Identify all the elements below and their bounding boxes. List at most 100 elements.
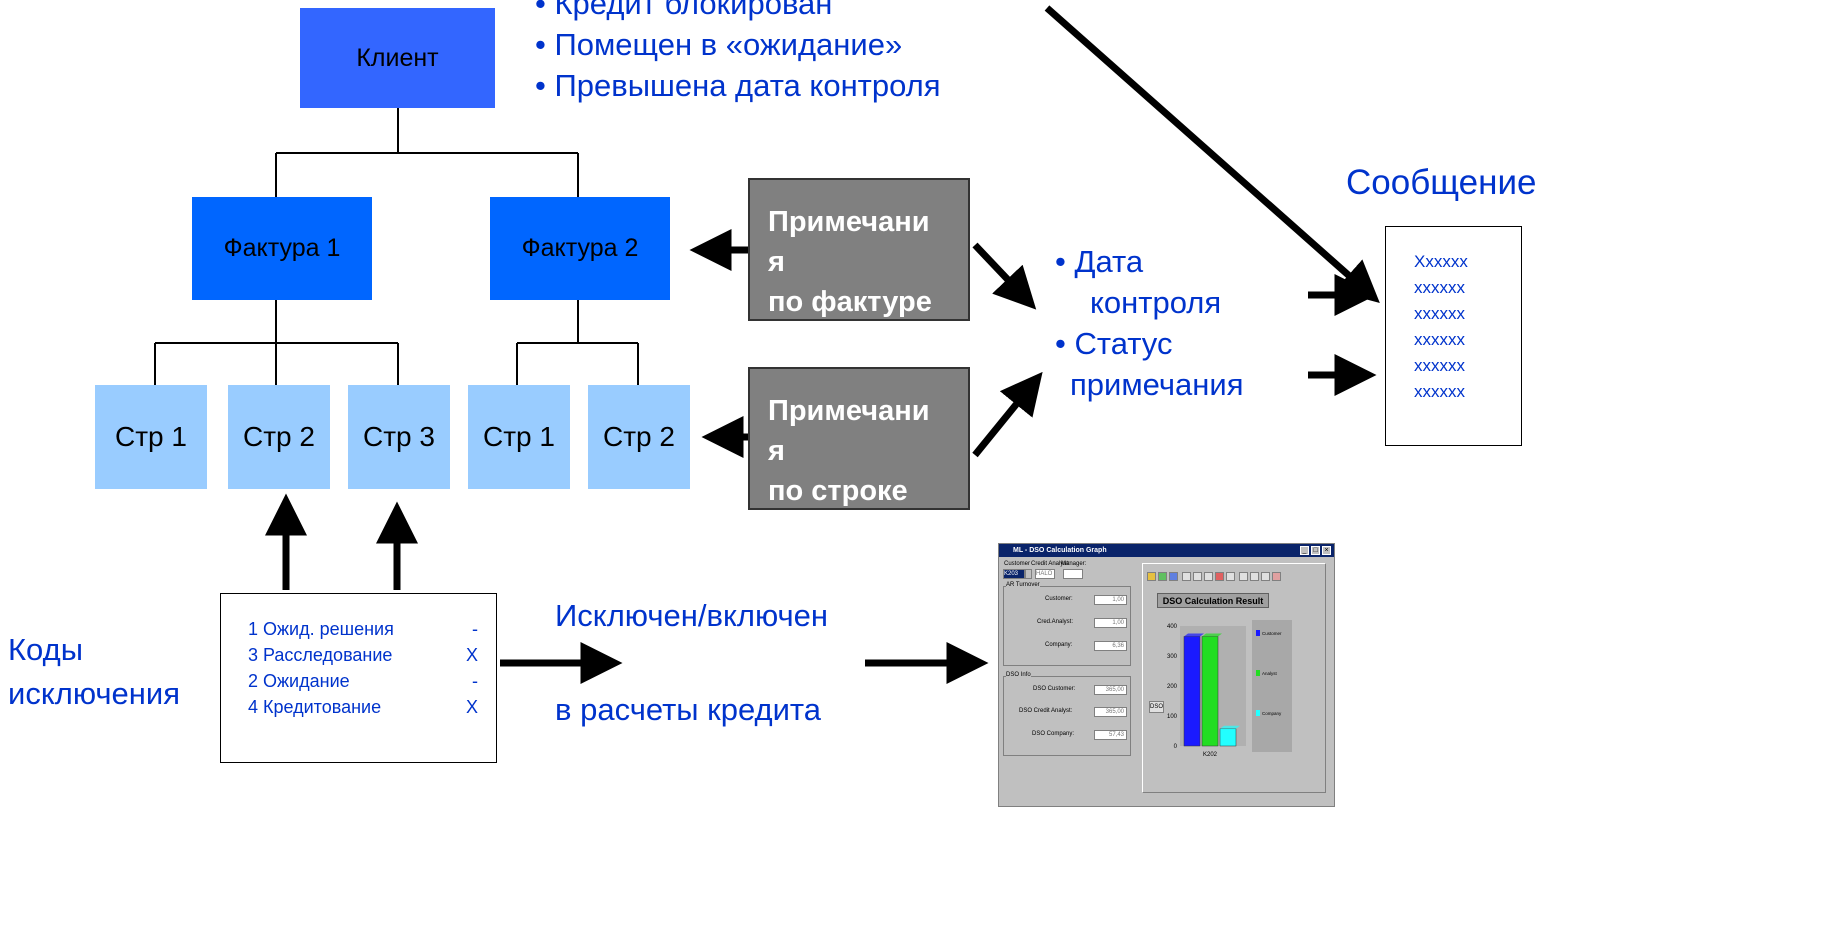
dso-row-value[interactable]: 365,00 — [1094, 707, 1127, 717]
toolbar-grid-icon[interactable] — [1182, 572, 1191, 581]
line-box: Стр 1 — [468, 385, 570, 489]
analyst-label: Credit Analyst: — [1031, 561, 1070, 567]
message-row: xxxxxx — [1414, 382, 1465, 401]
exception-label-line1: Коды — [8, 632, 83, 667]
line-box: Стр 1 — [95, 385, 207, 489]
y-tick-label: 200 — [1167, 684, 1178, 690]
tree-connectors — [154, 108, 639, 385]
y-axis-label: DSO — [1149, 701, 1164, 713]
x-category-label: K202 — [1203, 752, 1218, 758]
inclusion-line1: Исключен/включен — [555, 598, 829, 633]
line-notes-box: Примечани я по строке — [748, 367, 970, 510]
toolbar-close-icon[interactable] — [1272, 572, 1281, 581]
ar-row-value[interactable]: 6,36 — [1094, 641, 1127, 651]
dso-window-titlebar: ML - DSO Calculation Graph — [999, 544, 1334, 557]
y-tick-label: 300 — [1167, 654, 1178, 660]
analyst-field[interactable]: HALO — [1035, 569, 1055, 579]
ar-row-value[interactable]: 1,00 — [1094, 618, 1127, 628]
toolbar-chart-icon[interactable] — [1147, 572, 1156, 581]
client-label: Клиент — [356, 43, 439, 72]
client-box: Клиент — [300, 8, 495, 108]
exception-code-row: 2 Ожидание- — [248, 671, 478, 691]
dso-info-title: DSO Info — [1006, 672, 1031, 678]
control-status-text: • Дата контроля • Статус примечания — [1055, 241, 1285, 405]
bar-customer — [1183, 636, 1201, 747]
toolbar-print-icon[interactable] — [1250, 572, 1259, 581]
y-tick-label: 0 — [1174, 744, 1178, 750]
line-box: Стр 3 — [348, 385, 450, 489]
toolbar-chart-icon[interactable] — [1158, 572, 1167, 581]
minimize-icon[interactable]: _ — [1300, 546, 1309, 555]
invoice-2-label: Фактура 2 — [521, 234, 639, 262]
dso-row-value[interactable]: 365,00 — [1094, 685, 1127, 695]
bar-top-customer — [1184, 633, 1204, 637]
bar-top-company — [1220, 725, 1240, 729]
toolbar-chart-icon[interactable] — [1169, 572, 1178, 581]
customer-select[interactable]: K203 — [1003, 569, 1025, 579]
exception-code-row: 1 Ожид. решения- — [248, 619, 478, 639]
invoice-notes-box: Примечани я по фактуре — [748, 178, 970, 321]
legend-label: Customer — [1262, 631, 1282, 636]
exception-label-line2: исключения — [8, 676, 180, 711]
bullet-control-date-exceeded: • Превышена дата контроля — [535, 68, 941, 103]
message-title: Сообщение — [1346, 163, 1537, 202]
line-box: Стр 2 — [588, 385, 690, 489]
control-date-line1: • Дата — [1055, 244, 1144, 279]
dso-window-title: ML - DSO Calculation Graph — [1013, 547, 1107, 554]
message-row: xxxxxx — [1414, 330, 1465, 349]
message-row: Xxxxxx — [1414, 252, 1468, 271]
legend-panel — [1252, 620, 1292, 752]
ar-row-value[interactable]: 1,00 — [1094, 595, 1127, 605]
message-rows: Xxxxxx xxxxxx xxxxxx xxxxxx xxxxxx xxxxx… — [1414, 249, 1468, 405]
legend-swatch — [1256, 630, 1260, 636]
maximize-icon[interactable]: □ — [1311, 546, 1320, 555]
chart-panel — [1142, 563, 1326, 793]
flow-arrows — [265, 5, 1380, 684]
line-label: Стр 3 — [363, 421, 435, 452]
dso-row-label: DSO Credit Analyst: — [1019, 708, 1073, 714]
chevron-down-icon[interactable] — [1025, 569, 1032, 579]
dso-info-group — [1003, 676, 1131, 756]
arrow-top-to-message — [1044, 5, 1380, 303]
toolbar-legend-icon[interactable] — [1226, 572, 1235, 581]
toolbar-copy-icon[interactable] — [1239, 572, 1248, 581]
arrow-line-notes-to-control — [972, 371, 1043, 458]
manager-label: Manager: — [1061, 561, 1087, 567]
toolbar-settings-icon[interactable] — [1261, 572, 1270, 581]
dso-row-label: DSO Customer: — [1033, 686, 1076, 692]
manager-field[interactable] — [1063, 569, 1083, 579]
y-tick-label: 400 — [1167, 624, 1178, 630]
legend-label: Analyst — [1262, 671, 1278, 676]
toolbar-3d-icon[interactable] — [1215, 572, 1224, 581]
invoice-1-box: Фактура 1 — [192, 197, 372, 300]
note-status-line2: примечания — [1070, 367, 1244, 402]
ar-row-label: Company: — [1045, 642, 1073, 648]
control-date-line2: контроля — [1090, 285, 1222, 320]
line-label: Стр 2 — [603, 421, 675, 452]
exception-codes-label: Коды исключения — [8, 628, 180, 716]
message-row: xxxxxx — [1414, 304, 1465, 323]
bullet-on-hold: • Помещен в «ожидание» — [535, 27, 903, 62]
inclusion-line2: в расчеты кредита — [555, 692, 822, 727]
toolbar-label-icon[interactable] — [1193, 572, 1202, 581]
note-status-line1: • Статус — [1055, 326, 1173, 361]
bullet-credit-blocked: • Кредит блокирован — [535, 0, 833, 21]
legend-swatch — [1256, 710, 1260, 716]
legend-label: Company — [1262, 711, 1282, 716]
message-box: Xxxxxx xxxxxx xxxxxx xxxxxx xxxxxx xxxxx… — [1385, 226, 1522, 446]
close-icon[interactable]: × — [1322, 546, 1331, 555]
ar-row-label: Cred.Analyst: — [1037, 619, 1074, 625]
dso-app-window: ML - DSO Calculation Graph _ □ × Custome… — [998, 543, 1335, 807]
toolbar-axis-icon[interactable] — [1204, 572, 1213, 581]
line-label: Стр 1 — [115, 421, 187, 452]
invoice-2-box: Фактура 2 — [490, 197, 670, 300]
dso-row-value[interactable]: 57,43 — [1094, 730, 1127, 740]
customer-label: Customer — [1004, 561, 1031, 567]
line-label: Стр 1 — [483, 421, 555, 452]
